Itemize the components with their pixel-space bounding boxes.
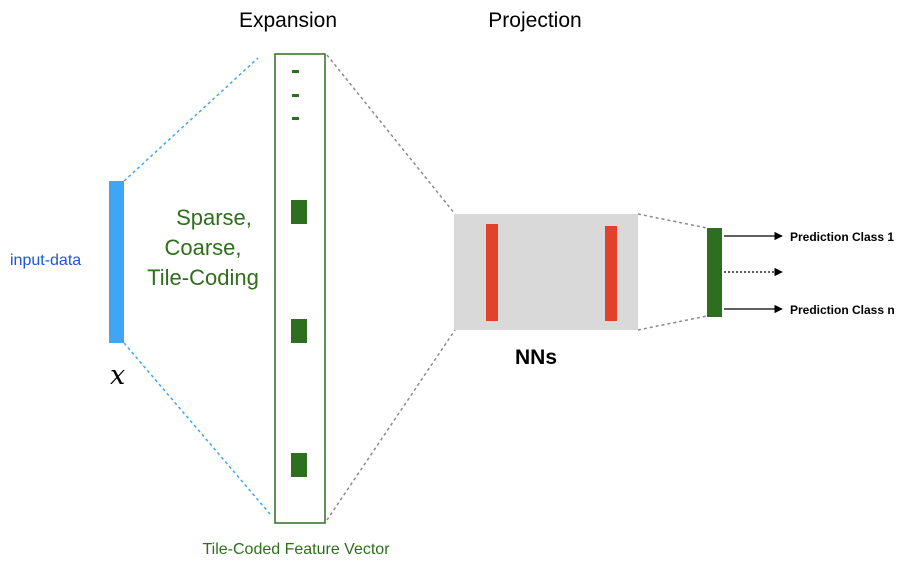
input-connector-bottom [123, 342, 271, 515]
output-connector-top [637, 213, 708, 229]
projection-connector-top [326, 54, 456, 215]
feature-vector-tick [292, 70, 299, 73]
input-vector-bar [109, 181, 124, 343]
feature-vector-tick [292, 117, 299, 120]
active-tile [291, 319, 307, 343]
input-connector-top [123, 57, 259, 182]
projection-connector-bottom [326, 329, 456, 521]
coding-label-line1: Sparse, [176, 205, 252, 230]
prediction-class-last-label: Prediction Class n [790, 303, 895, 317]
expansion-title: Expansion [239, 9, 337, 32]
active-tile [291, 453, 307, 477]
neural-network-layer [605, 226, 617, 321]
coding-label-line3: Tile-Coding [147, 265, 259, 290]
feature-vector-box [274, 53, 326, 524]
input-variable-label: x [110, 360, 125, 391]
output-connector-bottom [637, 315, 708, 331]
feature-vector-label: Tile-Coded Feature Vector [202, 541, 390, 558]
output-vector-bar [707, 228, 722, 317]
projection-title: Projection [488, 9, 581, 32]
prediction-class-first-label: Prediction Class 1 [790, 230, 894, 244]
neural-network-label: NNs [515, 346, 557, 369]
active-tile [291, 200, 307, 224]
coding-label-line2: Coarse, [164, 235, 241, 260]
input-data-label: input-data [10, 252, 81, 269]
feature-vector-tick [292, 94, 299, 97]
neural-network-layer [486, 224, 498, 321]
